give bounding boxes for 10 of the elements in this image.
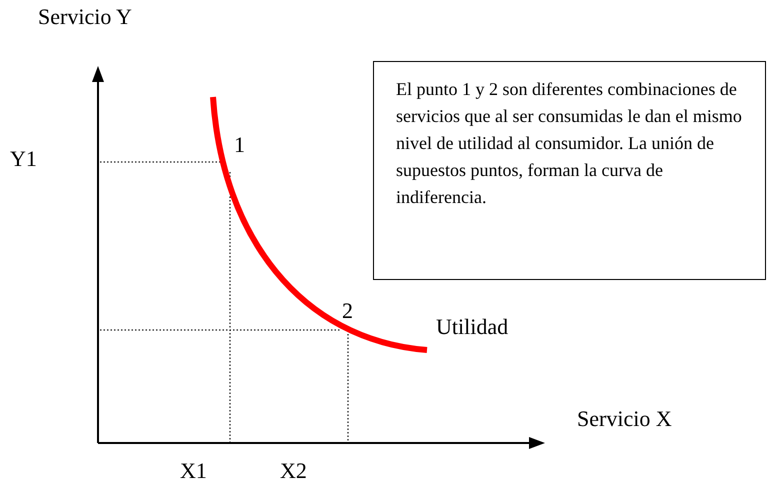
point-label: 1	[234, 134, 245, 156]
axis-tick-label: Y1	[10, 148, 37, 170]
text-box	[373, 61, 766, 280]
curve-label: Utilidad	[436, 316, 508, 338]
axis-label: Servicio Y	[38, 6, 132, 28]
axis-tick-label: X1	[180, 460, 207, 482]
axis-label: Servicio X	[577, 408, 672, 430]
point-label: 2	[342, 300, 353, 322]
axis-tick-label: X2	[280, 460, 307, 482]
description-text: El punto 1 y 2 son diferentes combinaciones de servicios que al ser consumidas le dan el mismo nivel de utilidad al consumidor. La unión de supuestos puntos, forman la curva de indiferencia.	[396, 78, 743, 209]
